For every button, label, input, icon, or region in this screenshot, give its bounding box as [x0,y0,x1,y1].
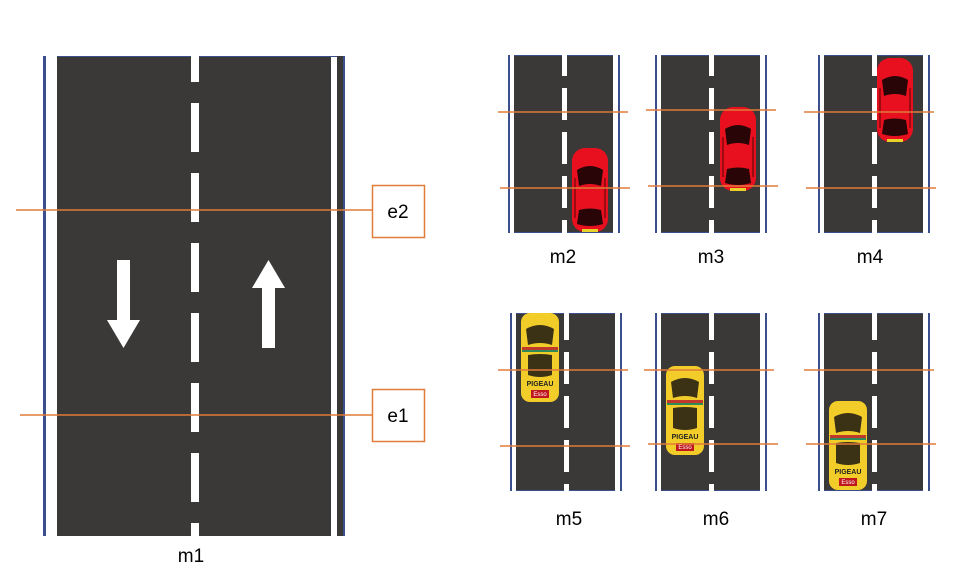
road-edge-right [620,313,622,491]
scenario-road-m2: m2 [498,55,630,268]
yellow-car: PIGEAU Esso [521,313,559,402]
scenario-road-m7: PIGEAU Esso m7 [804,313,936,530]
center-dashed-line [562,55,567,233]
center-dashed-line [709,313,714,491]
main-road-m1: e2 e1 m1 [16,56,426,567]
center-dashed-line [872,313,877,491]
scenario-road-m4: m4 [804,55,936,268]
road-edge-right [765,313,767,491]
scenario-road-m6: PIGEAU Esso m6 [644,313,778,530]
sensor-box-e1 [371,388,426,443]
red-car-body [572,148,608,232]
scenario-road-m5: PIGEAU Esso m5 [498,313,630,530]
road-edge-left [43,56,46,536]
road-label-m3: m3 [698,247,724,268]
car-decal-bottom: Esso [841,480,855,486]
car-decal-bottom: Esso [678,445,692,451]
sensor-box-e2 [371,184,426,239]
road-label-m1: m1 [178,546,204,567]
scenario-road-m3: m3 [646,55,778,268]
car-decal-top: PIGEAU [527,381,554,388]
yellow-car: PIGEAU Esso [829,401,867,490]
road-edge-right [765,55,767,233]
car-decal-top: PIGEAU [835,469,862,476]
sensor-label-e2: e2 [387,202,408,223]
road-label-m2: m2 [550,247,576,268]
yellow-car-body [829,401,867,490]
car-decal-bottom: Esso [533,392,547,398]
asphalt-strip [337,56,343,536]
yellow-car: PIGEAU Esso [666,366,704,455]
road-label-m4: m4 [857,247,884,268]
road-edge-left [655,313,657,491]
road-edge-left [510,313,512,491]
road-edge-left [818,313,820,491]
road-label-m5: m5 [556,509,582,530]
road-edge-left [508,55,510,233]
red-car [720,107,756,191]
center-dashed-line [191,56,199,536]
road-edge-right [928,313,930,491]
center-dashed-line [872,55,877,233]
yellow-car-body [666,366,704,455]
road-label-m6: m6 [703,509,729,530]
road-edge-right [343,56,345,536]
center-dashed-line [564,313,569,491]
car-decal-top: PIGEAU [672,434,699,441]
road-edge-right [928,55,930,233]
sensor-label-e1: e1 [387,406,408,427]
yellow-car-body [521,313,559,402]
road-edge-left [655,55,657,233]
road-edge-left [818,55,820,233]
road-label-m7: m7 [861,509,887,530]
red-car [572,148,608,232]
red-car-body [720,107,756,191]
road-edge-right [618,55,620,233]
arrow-up-icon [252,260,285,348]
center-dashed-line [709,55,714,233]
red-car-body [877,58,913,142]
arrow-down-icon [107,260,140,348]
red-car [877,58,913,142]
